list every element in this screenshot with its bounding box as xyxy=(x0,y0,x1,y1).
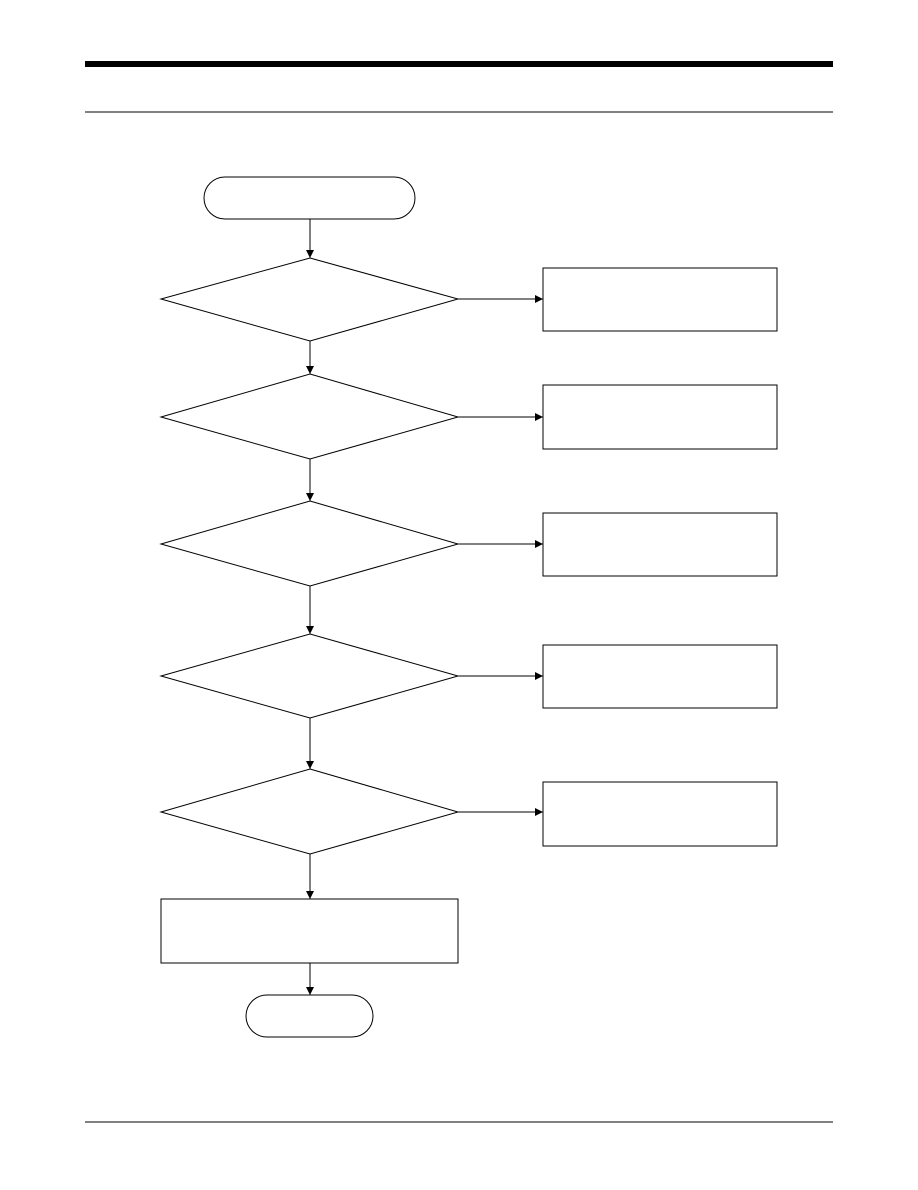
decision-1 xyxy=(159,257,460,342)
action-box-4 xyxy=(542,644,778,709)
decision-4 xyxy=(159,633,460,719)
decision-5 xyxy=(159,768,460,855)
action-box-3 xyxy=(542,512,778,577)
action-box-2 xyxy=(542,384,778,450)
end-terminator xyxy=(245,994,374,1038)
final-process-box xyxy=(160,898,459,964)
decision-3 xyxy=(159,500,460,587)
header-thick-rule xyxy=(85,61,833,67)
action-box-5 xyxy=(542,781,778,847)
action-box-1 xyxy=(542,267,778,332)
decision-2 xyxy=(159,373,460,460)
start-terminator xyxy=(203,176,416,220)
